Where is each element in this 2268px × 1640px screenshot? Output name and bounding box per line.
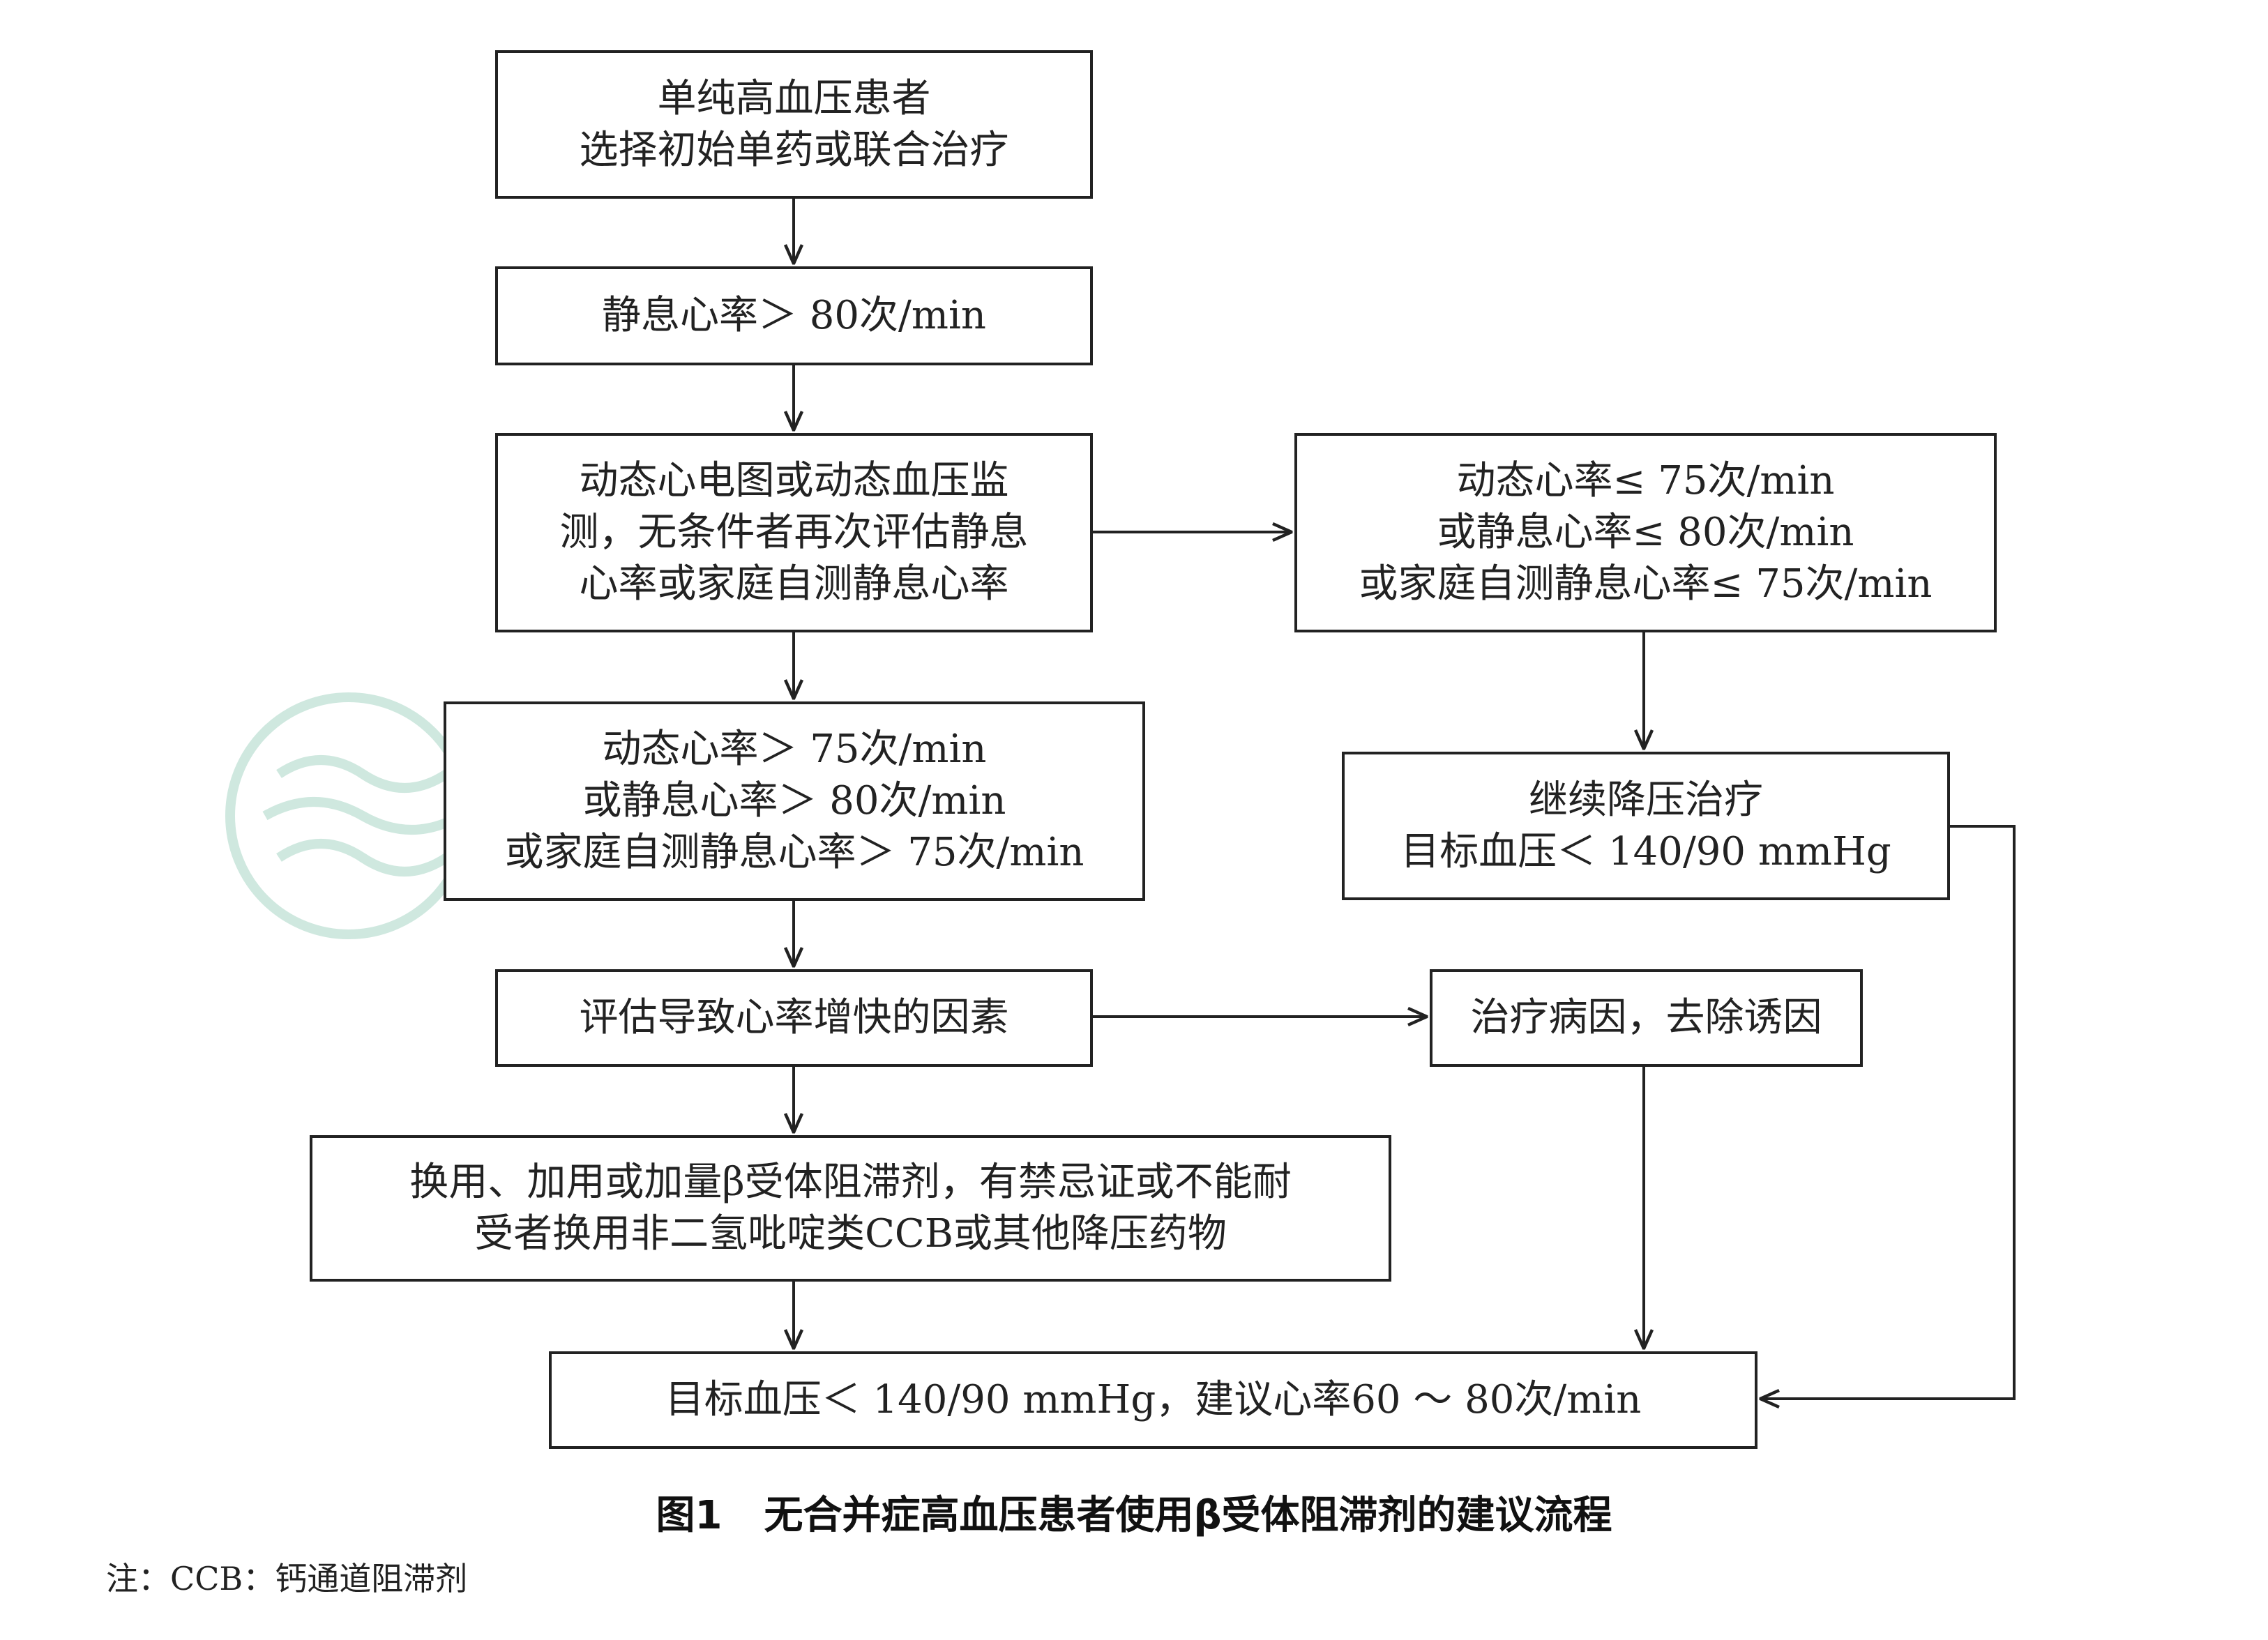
box-target-bp-hr: 目标血压＜ 140/90 mmHg，建议心率60 ～ 80次/min xyxy=(549,1351,1757,1449)
box-line: 心率或家庭自测静息心率 xyxy=(579,561,1009,607)
figure-title: 无合并症高血压患者使用β受体阻滞剂的建议流程 xyxy=(764,1493,1612,1538)
box-line: 或家庭自测静息心率≤ 75次/min xyxy=(1359,561,1933,607)
arrow-r2-b7 xyxy=(1760,825,2016,1399)
box-line: 或家庭自测静息心率＞ 75次/min xyxy=(504,830,1084,875)
box-hr-above-threshold: 动态心率＞ 75次/min 或静息心率＞ 80次/min 或家庭自测静息心率＞ … xyxy=(444,701,1145,901)
box-ambulatory-monitoring: 动态心电图或动态血压监 测，无条件者再次评估静息 心率或家庭自测静息心率 xyxy=(495,433,1093,632)
box-line: 受者换用非二氢吡啶类CCB或其他降压药物 xyxy=(474,1211,1227,1256)
box-line: 评估导致心率增快的因素 xyxy=(579,995,1009,1040)
box-line: 或静息心率＞ 80次/min xyxy=(582,778,1006,823)
box-beta-blocker-adjust: 换用、加用或加量β受体阻滞剂，有禁忌证或不能耐 受者换用非二氢吡啶类CCB或其他… xyxy=(310,1135,1391,1282)
box-line: 选择初始单药或联合治疗 xyxy=(579,127,1009,173)
box-line: 测，无条件者再次评估静息 xyxy=(559,510,1029,555)
box-line: 单纯高血压患者 xyxy=(657,75,931,121)
box-hr-within-threshold: 动态心率≤ 75次/min 或静息心率≤ 80次/min 或家庭自测静息心率≤ … xyxy=(1294,433,1997,632)
box-line: 静息心率＞ 80次/min xyxy=(601,293,986,338)
box-line: 动态心率＞ 75次/min xyxy=(602,727,987,772)
box-line: 目标血压＜ 140/90 mmHg xyxy=(1400,828,1891,874)
box-assess-factors: 评估导致心率增快的因素 xyxy=(495,969,1093,1067)
box-treat-cause: 治疗病因，去除诱因 xyxy=(1430,969,1863,1067)
box-line: 动态心率≤ 75次/min xyxy=(1456,458,1835,503)
box-line: 或静息心率≤ 80次/min xyxy=(1437,510,1854,555)
figure-caption: 图1 无合并症高血压患者使用β受体阻滞剂的建议流程 xyxy=(0,1484,2268,1540)
box-line: 继续降压治疗 xyxy=(1529,777,1763,823)
box-line: 动态心电图或动态血压监 xyxy=(579,458,1009,503)
box-resting-hr-above-80: 静息心率＞ 80次/min xyxy=(495,266,1093,365)
footnote: 注：CCB：钙通道阻滞剂 xyxy=(106,1560,468,1597)
box-line: 目标血压＜ 140/90 mmHg，建议心率60 ～ 80次/min xyxy=(665,1377,1642,1422)
box-simple-hypertension: 单纯高血压患者 选择初始单药或联合治疗 xyxy=(495,50,1093,199)
figure-label: 图1 xyxy=(656,1493,723,1538)
box-line: 治疗病因，去除诱因 xyxy=(1470,995,1822,1040)
box-line: 换用、加用或加量β受体阻滞剂，有禁忌证或不能耐 xyxy=(409,1160,1292,1205)
box-continue-treatment: 继续降压治疗 目标血压＜ 140/90 mmHg xyxy=(1342,752,1950,900)
